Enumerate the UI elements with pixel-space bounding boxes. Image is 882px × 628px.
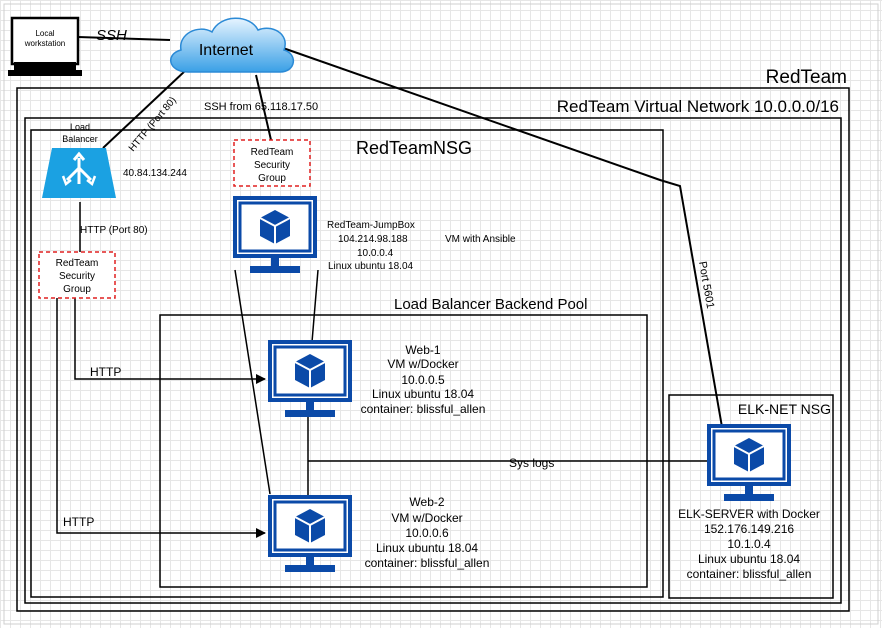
jumpbox-name: RedTeam-JumpBox bbox=[327, 220, 415, 231]
web1-vm-icon bbox=[268, 340, 352, 419]
elk-vm-icon bbox=[707, 424, 791, 503]
web2-name: Web-2 bbox=[409, 495, 444, 509]
web2-container: container: blissful_allen bbox=[365, 556, 490, 570]
vnet-title: RedTeam Virtual Network 10.0.0.0/16 bbox=[557, 97, 839, 116]
internet-lb-link bbox=[102, 69, 187, 149]
backend-pool-box bbox=[159, 314, 648, 588]
security-group-left bbox=[38, 251, 116, 299]
canvas-frame bbox=[3, 3, 879, 625]
web1-type: VM w/Docker bbox=[387, 357, 458, 371]
elk-ip: 152.176.149.216 bbox=[704, 522, 794, 536]
sg-left-label-3: Group bbox=[63, 284, 91, 295]
jumpbox-web1-link bbox=[311, 269, 319, 343]
http-web1-label: HTTP bbox=[90, 365, 121, 379]
elk-nsg-box bbox=[668, 394, 834, 599]
elk-container: container: blissful_allen bbox=[687, 567, 812, 581]
nsg-box bbox=[30, 129, 664, 598]
jumpbox-ip: 104.214.98.188 bbox=[338, 234, 408, 245]
web1-name: Web-1 bbox=[405, 343, 440, 357]
lb-label-2: Balancer bbox=[62, 134, 98, 144]
internet-label: Internet bbox=[199, 42, 254, 59]
web1-ip: 10.0.0.5 bbox=[401, 373, 445, 387]
web1-container: container: blissful_allen bbox=[361, 402, 486, 416]
backend-pool-title: Load Balancer Backend Pool bbox=[394, 296, 587, 313]
sg-left-label-2: Security bbox=[59, 271, 95, 282]
nsg-title: RedTeamNSG bbox=[356, 138, 472, 158]
web1-os: Linux ubuntu 18.04 bbox=[372, 387, 474, 401]
cloud-icon bbox=[170, 17, 294, 73]
jumpbox-web2-link bbox=[234, 269, 271, 495]
ssh-link bbox=[77, 36, 171, 41]
security-group-top bbox=[233, 139, 311, 187]
ssh-from-label: SSH from 65.118.17.50 bbox=[204, 101, 318, 113]
lb-ip-label: 40.84.134.244 bbox=[123, 168, 187, 179]
lb-label-1: Load bbox=[70, 122, 90, 132]
ssh-label: SSH bbox=[96, 27, 127, 44]
jumpbox-os: Linux ubuntu 18.04 bbox=[328, 261, 414, 272]
jumpbox-vm-icon bbox=[233, 196, 317, 275]
web2-ip: 10.0.0.6 bbox=[405, 526, 449, 540]
load-balancer-icon bbox=[42, 148, 116, 198]
http-web2-label: HTTP bbox=[63, 515, 94, 529]
elk-name: ELK-SERVER with Docker bbox=[678, 507, 820, 521]
web2-type: VM w/Docker bbox=[391, 511, 462, 525]
workstation-label-1: Local bbox=[35, 29, 54, 38]
redteam-box bbox=[16, 87, 850, 612]
workstation-label-2: workstation bbox=[24, 39, 65, 48]
port5601-link bbox=[282, 47, 723, 428]
http-port80-diagonal-label: HTTP (Port 80) bbox=[127, 95, 179, 154]
web2-vm-icon bbox=[268, 495, 352, 574]
elk-private-ip: 10.1.0.4 bbox=[727, 537, 771, 551]
internet-sg-link bbox=[255, 74, 272, 141]
sg-top-label-2: Security bbox=[254, 160, 290, 171]
redteam-title: RedTeam bbox=[766, 67, 847, 88]
http-web1-arrow bbox=[74, 298, 266, 384]
web2-os: Linux ubuntu 18.04 bbox=[376, 541, 478, 555]
elk-os: Linux ubuntu 18.04 bbox=[698, 552, 800, 566]
elk-nsg-title: ELK-NET NSG bbox=[738, 401, 831, 417]
vnet-box bbox=[24, 117, 842, 604]
jumpbox-role: VM with Ansible bbox=[445, 234, 516, 245]
sg-top-label-1: RedTeam bbox=[251, 147, 294, 158]
jumpbox-private-ip: 10.0.0.4 bbox=[357, 248, 394, 259]
syslogs-label: Sys logs bbox=[509, 456, 554, 470]
http-port80-label: HTTP (Port 80) bbox=[80, 225, 148, 236]
port5601-label: Port 5601 bbox=[696, 260, 716, 309]
monitor-icon bbox=[8, 16, 82, 76]
http-web2-arrow bbox=[56, 298, 266, 538]
sg-left-label-1: RedTeam bbox=[56, 258, 99, 269]
sg-top-label-3: Group bbox=[258, 173, 286, 184]
